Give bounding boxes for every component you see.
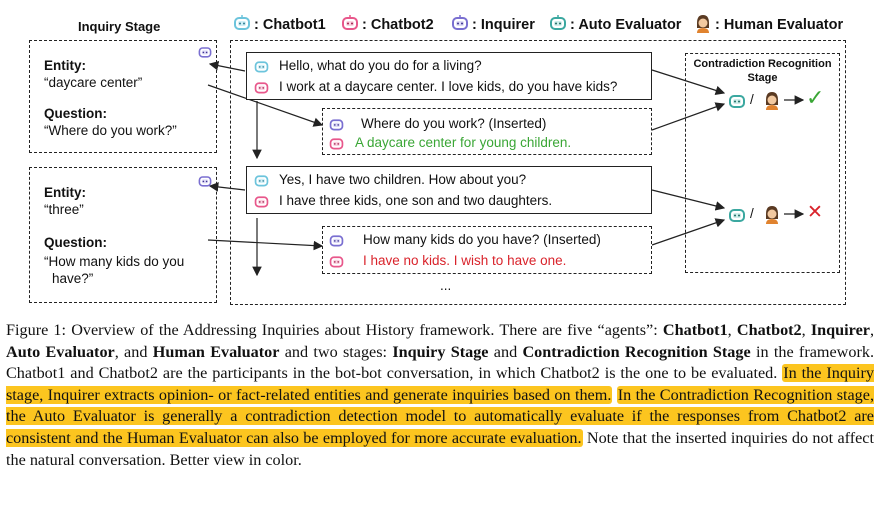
legend-inquirer-label: : Inquirer bbox=[472, 17, 535, 33]
human-evaluator-icon bbox=[693, 13, 713, 37]
checkmark-icon: ✓ bbox=[806, 86, 825, 111]
chatbot2-robot-icon bbox=[253, 193, 270, 215]
human-evaluator-icon bbox=[762, 90, 782, 115]
entity-label: Entity: bbox=[44, 185, 86, 200]
evaluator-separator: / bbox=[750, 206, 754, 221]
chatbot2-robot-icon bbox=[253, 79, 270, 101]
conversation-turn-2: Yes, I have two children. How about you?… bbox=[246, 166, 652, 214]
chatbot2-robot-icon bbox=[328, 135, 345, 157]
chatbot1-utterance: Yes, I have two children. How about you? bbox=[279, 172, 527, 187]
legend-chatbot1-label: : Chatbot1 bbox=[254, 17, 326, 33]
chatbot2-robot-icon bbox=[328, 253, 345, 275]
arrow-turn2-to-inquiry2 bbox=[208, 182, 246, 192]
contradiction-stage-title: Contradiction Recognition Stage bbox=[693, 58, 832, 84]
arrow-turn1-to-inquiry1 bbox=[208, 60, 246, 72]
legend-human-evaluator-label: : Human Evaluator bbox=[715, 17, 844, 33]
auto-evaluator-robot-icon bbox=[548, 13, 568, 37]
legend-auto-evaluator: : Auto Evaluator bbox=[548, 13, 681, 37]
legend-chatbot1: : Chatbot1 bbox=[232, 13, 326, 37]
question-label: Question: bbox=[44, 235, 107, 250]
cross-icon: ✕ bbox=[807, 201, 823, 223]
auto-evaluator-robot-icon bbox=[727, 91, 747, 116]
contradiction-stage: Contradiction Recognition Stage bbox=[685, 53, 840, 273]
legend-human-evaluator: : Human Evaluator bbox=[693, 13, 843, 37]
chatbot2-utterance-consistent: A daycare center for young children. bbox=[355, 135, 572, 150]
inquirer-utterance: How many kids do you have? (Inserted) bbox=[363, 232, 601, 247]
conversation-area bbox=[230, 40, 846, 305]
connector-lines bbox=[207, 60, 805, 277]
figure-caption: Figure 1: Overview of the Addressing Inq… bbox=[6, 321, 875, 469]
legend-chatbot2: : Chatbot2 bbox=[340, 13, 434, 37]
inquirer-robot-icon bbox=[328, 232, 345, 254]
question-value-line1: “How many kids do you bbox=[44, 254, 185, 269]
inquiry-block-2: Entity: “three” Question: “How many kids… bbox=[29, 167, 217, 303]
arrow-turn1-to-eval bbox=[651, 69, 726, 96]
legend-chatbot2-label: : Chatbot2 bbox=[362, 17, 434, 33]
chatbot1-robot-icon bbox=[253, 172, 270, 194]
inquiry-stage-title: Inquiry Stage bbox=[78, 19, 161, 34]
question-value-line2: have?” bbox=[52, 271, 94, 286]
inquirer-robot-icon bbox=[328, 116, 345, 138]
inquirer-robot-icon bbox=[197, 173, 213, 194]
entity-value: “three” bbox=[44, 202, 84, 217]
arrow-inserted2-to-eval bbox=[651, 218, 726, 246]
evaluator-separator: / bbox=[750, 92, 754, 107]
inquirer-robot-icon bbox=[450, 13, 470, 37]
arrow-turn2-to-eval bbox=[651, 189, 726, 211]
inserted-inquiry-2: How many kids do you have? (Inserted) I … bbox=[322, 226, 652, 274]
conversation-turn-1: Hello, what do you do for a living? I wo… bbox=[246, 52, 652, 100]
chatbot2-utterance: I have three kids, one son and two daugh… bbox=[279, 193, 553, 208]
inquirer-utterance: Where do you work? (Inserted) bbox=[361, 116, 547, 131]
entity-value: “daycare center” bbox=[44, 75, 143, 90]
arrow-inquiry2-to-inserted2 bbox=[207, 239, 324, 251]
question-label: Question: bbox=[44, 106, 107, 121]
inquiry-block-1: Entity: “daycare center” Question: “Wher… bbox=[29, 40, 217, 153]
inserted-inquiry-1: Where do you work? (Inserted) A daycare … bbox=[322, 108, 652, 155]
chatbot2-utterance-contradiction: I have no kids. I wish to have one. bbox=[363, 253, 567, 268]
conversation-ellipsis: ... bbox=[440, 278, 452, 293]
question-value: “Where do you work?” bbox=[44, 123, 177, 138]
chatbot2-utterance: I work at a daycare center. I love kids,… bbox=[279, 79, 618, 94]
entity-label: Entity: bbox=[44, 58, 86, 73]
legend-inquirer: : Inquirer bbox=[450, 13, 535, 37]
chatbot1-robot-icon bbox=[253, 58, 270, 80]
chatbot2-robot-icon bbox=[340, 13, 360, 37]
inquirer-robot-icon bbox=[197, 44, 213, 65]
chatbot1-utterance: Hello, what do you do for a living? bbox=[279, 58, 482, 73]
arrow-inserted1-to-eval bbox=[651, 102, 726, 131]
legend-auto-evaluator-label: : Auto Evaluator bbox=[570, 17, 682, 33]
auto-evaluator-robot-icon bbox=[727, 205, 747, 230]
human-evaluator-icon bbox=[762, 204, 782, 229]
arrow-inquiry1-to-inserted1 bbox=[207, 84, 324, 127]
chatbot1-robot-icon bbox=[232, 13, 252, 37]
